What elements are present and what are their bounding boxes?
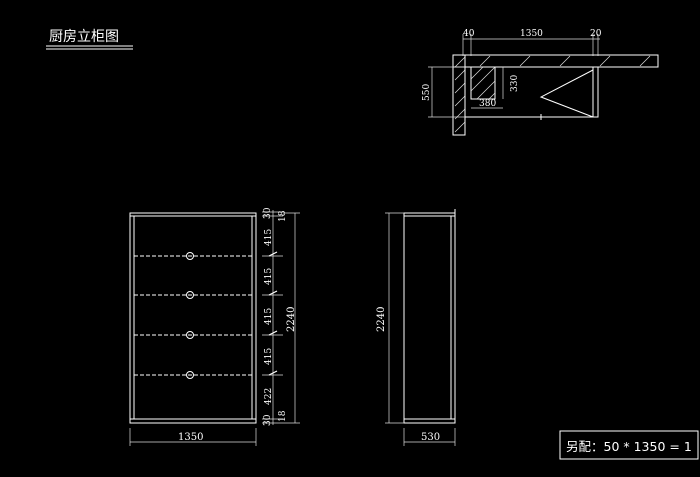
plan-dim-left: 550 [422, 84, 432, 101]
drawing-note: 另配：50 * 1350 = 1 [566, 439, 692, 454]
side-elevation: 2240 530 [376, 209, 456, 446]
front-cabinet-outline [129, 212, 257, 424]
segment-label: 18 [278, 210, 288, 222]
drawing-title: 厨房立柜图 [49, 29, 119, 45]
segment-ticks [268, 251, 278, 376]
front-elevation: 30 18 415 415 415 415 415 422 18 30 2240… [129, 207, 300, 446]
plan-cabinet-outline [464, 66, 599, 118]
plan-dim-top-right: 20 [590, 29, 602, 39]
knob-icon [186, 371, 194, 379]
segment-label: 415 [264, 348, 274, 365]
segment-label: 415 [264, 229, 274, 246]
segment-label: 18 [278, 410, 288, 422]
note-box: 另配：50 * 1350 = 1 [559, 430, 699, 460]
segment-label: 30 [263, 207, 273, 219]
side-cabinet-outline [403, 212, 456, 424]
front-width-label: 1350 [178, 432, 203, 443]
plan-corner-block [470, 66, 496, 100]
plan-dim-inner-horizontal: 380 [479, 99, 496, 109]
segment-label: 422 [264, 388, 274, 405]
segment-label: 415 [264, 268, 274, 285]
side-depth-label: 530 [421, 432, 440, 443]
plan-wall-top [452, 54, 659, 68]
plan-dim-top-left: 40 [463, 29, 475, 39]
knob-icon [186, 331, 194, 339]
knob-icon [186, 291, 194, 299]
side-height-label: 2240 [376, 307, 387, 332]
segment-label: 415 [264, 308, 274, 325]
segment-label: 30 [263, 414, 273, 426]
plan-door-swing [539, 69, 594, 118]
plan-dim-inner-vertical: 330 [510, 75, 520, 92]
plan-dim-top-mid: 1350 [520, 29, 543, 39]
plan-view: 40 1350 20 550 [422, 29, 659, 136]
front-total-height: 2240 [286, 307, 297, 332]
knob-icon [186, 252, 194, 260]
